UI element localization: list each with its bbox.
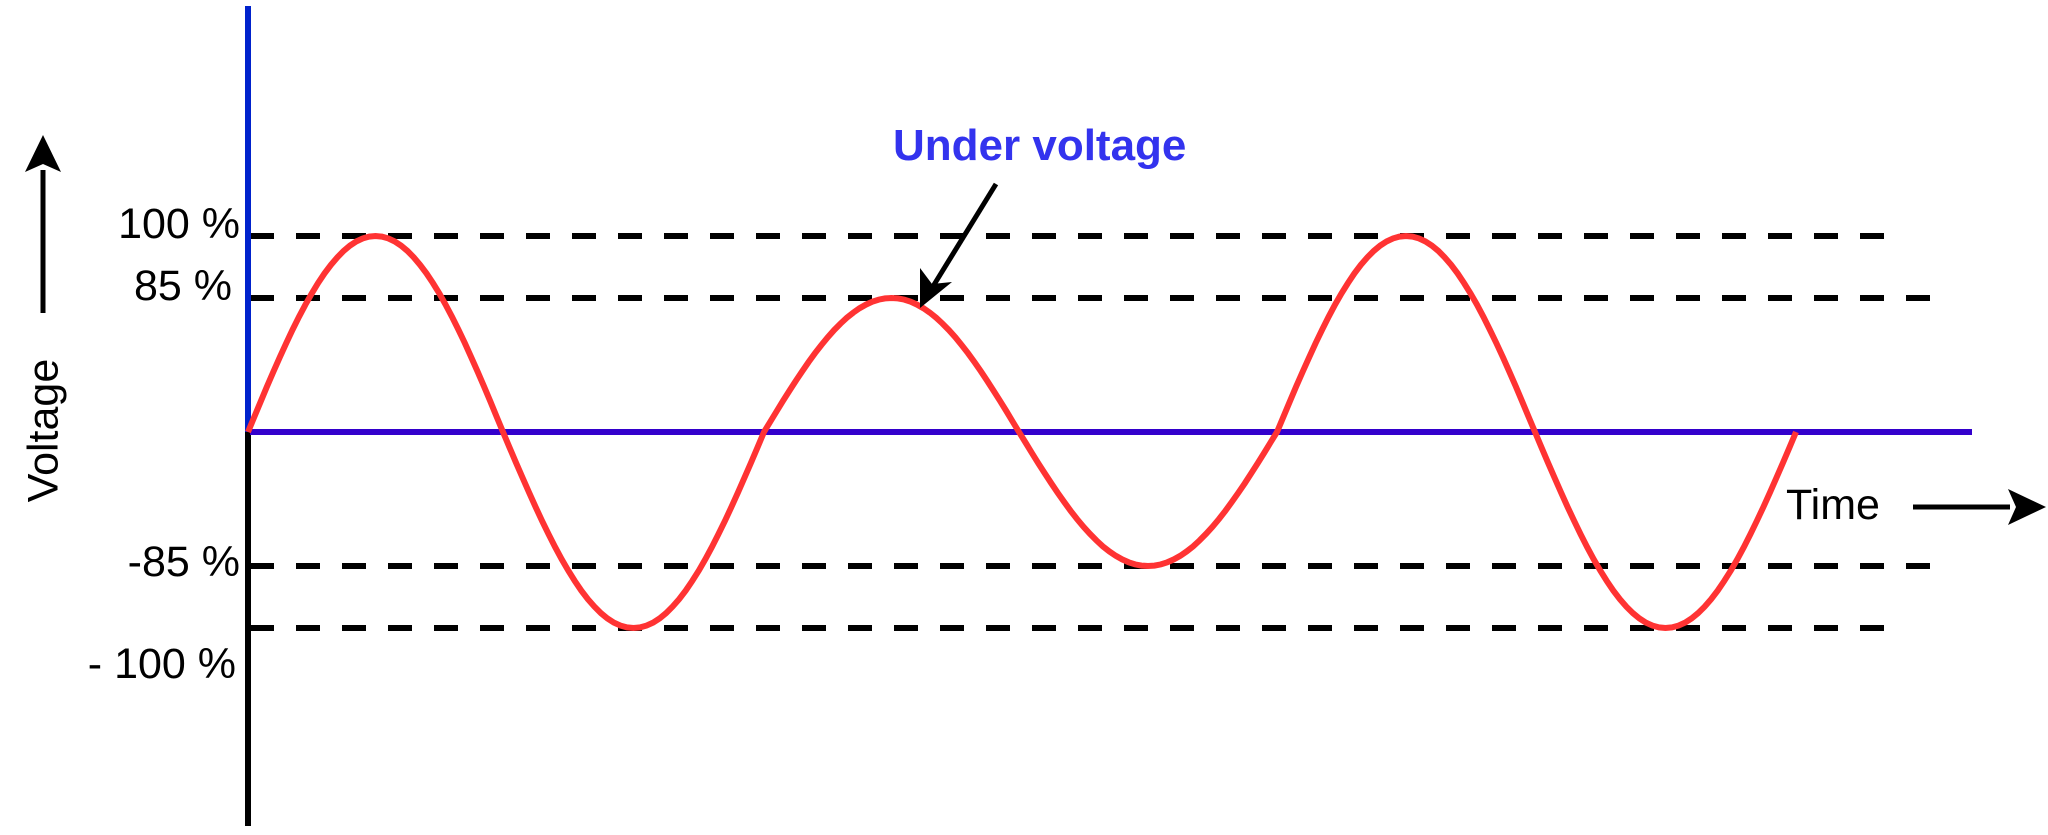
time-arrow-right <box>1913 489 2046 525</box>
voltage-arrow-up <box>25 135 61 313</box>
annotation-title: Under voltage <box>893 121 1187 170</box>
x-axis-label: Time <box>1786 481 1880 529</box>
voltage-waveform <box>245 232 1799 632</box>
annotation-arrow <box>920 182 999 308</box>
level-label-neg-85: -85 % <box>127 538 240 586</box>
level-label-neg-100: - 100 % <box>87 640 236 688</box>
y-axis-label: Voltage <box>19 358 68 503</box>
level-label-100: 100 % <box>118 200 240 248</box>
level-label-85: 85 % <box>133 262 232 310</box>
